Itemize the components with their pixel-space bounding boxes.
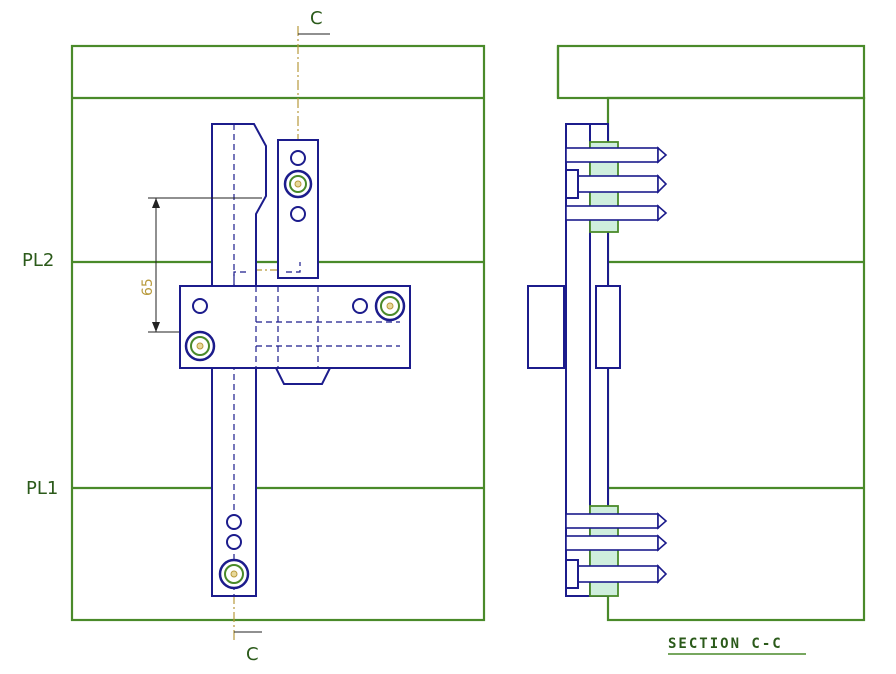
latch-cross-block [179, 285, 411, 369]
bolt-core [196, 342, 204, 350]
section-mark-bottom: C [246, 644, 259, 665]
bolt-head-section [565, 559, 579, 589]
pin-hole [352, 298, 368, 314]
dowel-pin [565, 205, 659, 221]
pin-hole [290, 150, 306, 166]
dowel-pin [565, 535, 659, 551]
cross-block-tab [274, 367, 332, 385]
bolt-shank-tip [657, 174, 668, 194]
bolt-shank [565, 565, 659, 583]
bolt-core [294, 180, 302, 188]
bolt-head-section [565, 169, 579, 199]
section-top-plate [556, 44, 866, 100]
dowel-pin [565, 513, 659, 529]
pin-hole [192, 298, 208, 314]
hidden-line-6 [233, 271, 250, 286]
dowel-pin [565, 147, 659, 163]
dowel-pin-tip [657, 146, 668, 164]
pin-hole [226, 514, 242, 530]
dowel-pin-tip [657, 512, 668, 530]
dimension-arrow-top [152, 198, 160, 208]
section-title: SECTION C-C [668, 636, 783, 652]
bolt-core [230, 570, 238, 578]
mold-outline [70, 44, 486, 622]
dowel-pin-tip [657, 204, 668, 222]
bolt-shank-tip [657, 564, 668, 584]
dimension-arrow-bottom [152, 322, 160, 332]
section-cross-block-right [595, 285, 621, 369]
pin-hole [290, 206, 306, 222]
front-view: PL2 PL1 C C 65 [22, 8, 486, 665]
dowel-pin-tip [657, 534, 668, 552]
hidden-line-7 [286, 262, 301, 273]
pl2-label: PL2 [22, 250, 54, 271]
pl1-label: PL1 [26, 478, 58, 499]
bolt-core [386, 302, 394, 310]
section-cross-block-left [527, 285, 565, 369]
pin-hole [226, 534, 242, 550]
bolt-shank [565, 175, 659, 193]
section-mark-top: C [310, 8, 323, 29]
dimension-value: 65 [140, 278, 156, 296]
section-view: SECTION C-C [527, 44, 866, 655]
